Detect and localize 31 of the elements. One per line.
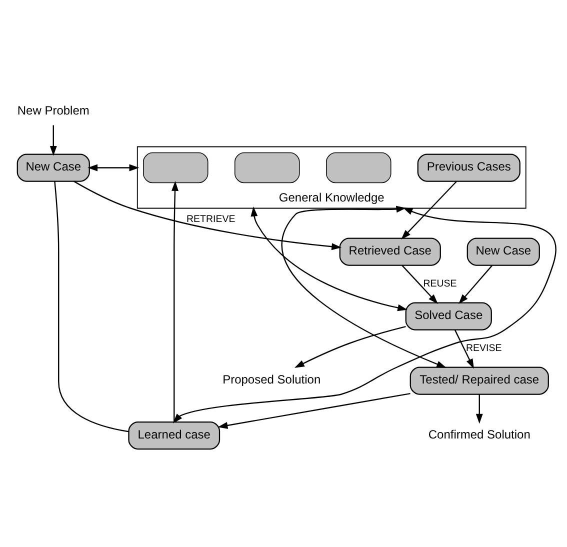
node-box: Tested/ Repaired case [410, 366, 549, 395]
edge-label: RETRIEVE [186, 214, 236, 226]
arrow [401, 180, 457, 240]
node-box: Solved Case [405, 302, 492, 330]
node-box: New Case [16, 154, 90, 182]
arrow [281, 206, 446, 368]
arrow [402, 265, 438, 304]
arrow [50, 125, 57, 156]
node-box: Learned case [128, 421, 220, 450]
node-text: Confirmed Solution [428, 427, 530, 442]
node-text: Proposed Solution [222, 372, 321, 387]
arrow [454, 330, 474, 369]
node-box: Retrieved Case [339, 238, 441, 266]
node-box: New Case [466, 238, 540, 266]
arrow [74, 180, 342, 250]
arrow [294, 326, 406, 368]
node-box [234, 152, 300, 184]
arrow [172, 181, 178, 422]
node-box: Previous Cases [417, 154, 520, 182]
arrow [218, 392, 410, 429]
node-box [143, 152, 208, 184]
arrow [88, 164, 140, 172]
edge-label: REVISE [466, 343, 502, 354]
arrow [476, 394, 483, 424]
edge-label: REUSE [423, 278, 457, 290]
node-text: New Problem [17, 103, 90, 118]
node-box [326, 152, 392, 184]
arrow [458, 265, 492, 304]
arrow [172, 208, 556, 424]
connector [54, 181, 129, 432]
arrow [250, 206, 408, 312]
